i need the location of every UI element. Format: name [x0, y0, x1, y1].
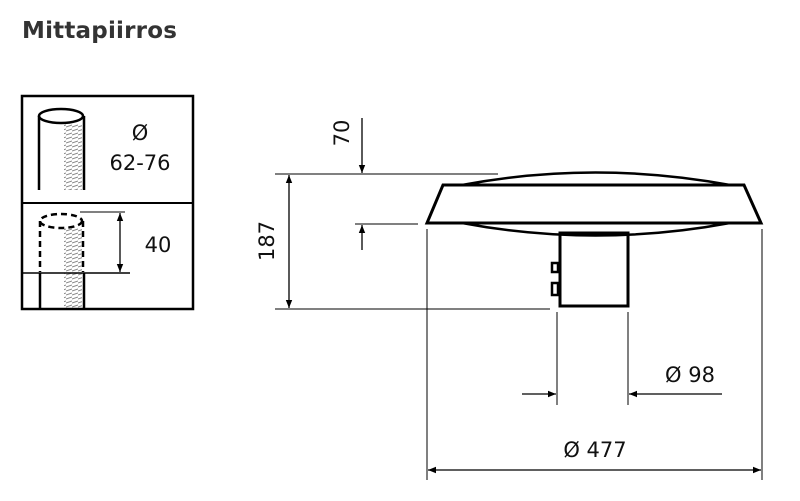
insertion-depth: 40 [145, 233, 172, 257]
pole-insertion-icon [22, 211, 130, 309]
stem-diameter-label: Ø 98 [665, 363, 715, 387]
diameter-symbol: Ø [132, 121, 149, 145]
top-height-label: 70 [330, 120, 354, 147]
dimension-lines [275, 118, 763, 480]
mounting-detail: Ø 62-76 40 [20, 94, 195, 311]
total-diameter-label: Ø 477 [563, 438, 626, 462]
luminaire-outline [424, 171, 764, 308]
page-title: Mittapiirros [22, 18, 178, 44]
pole-icon [37, 107, 86, 190]
pole-diameter-range: 62-76 [109, 151, 170, 175]
total-height-label: 187 [255, 221, 279, 261]
